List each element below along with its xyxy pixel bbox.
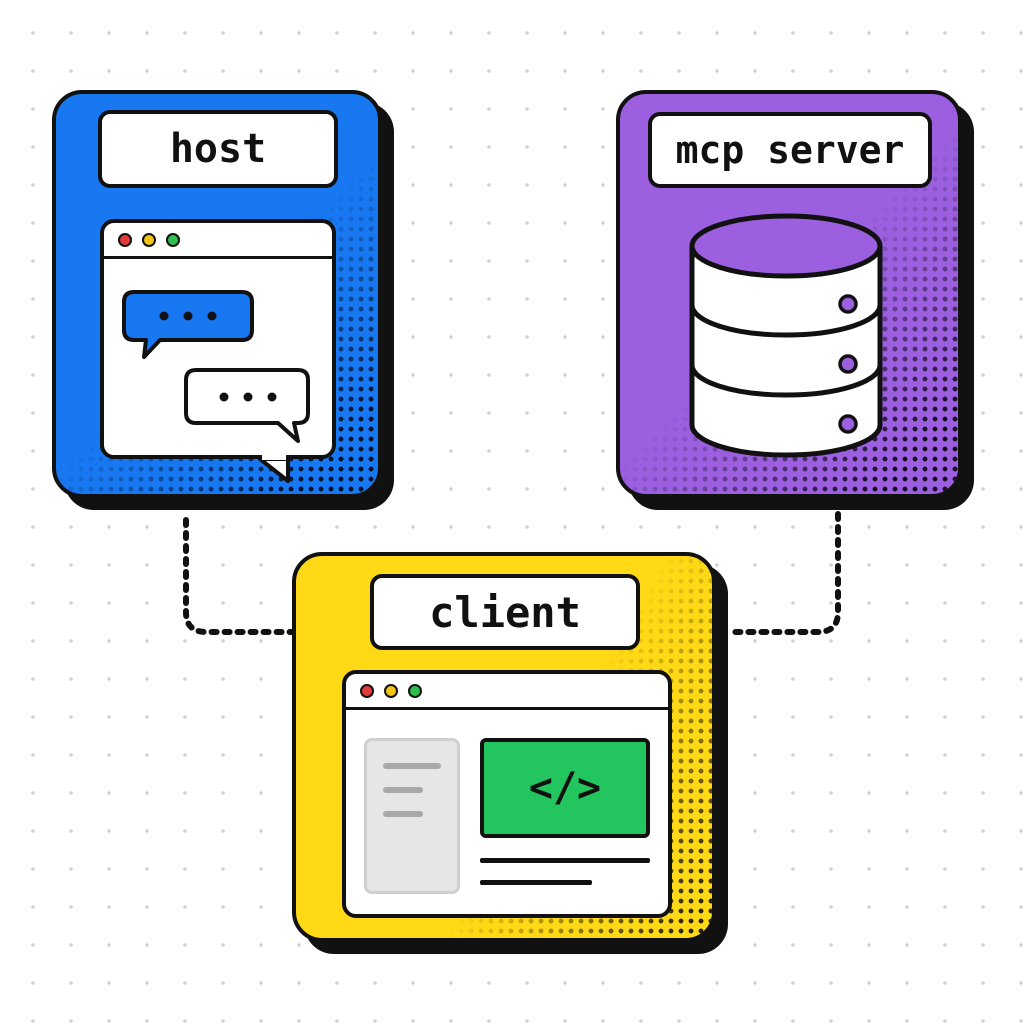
host-label: host: [98, 110, 338, 188]
yellow-light-icon: [384, 684, 398, 698]
window-titlebar: [104, 223, 332, 259]
sidebar-panel: [364, 738, 460, 894]
mcp-server-label-text: mcp server: [675, 128, 905, 172]
code-window-icon: </>: [342, 670, 672, 918]
mcp-server-label: mcp server: [648, 112, 932, 188]
edge-host-client: [183, 517, 295, 635]
red-light-icon: [360, 684, 374, 698]
yellow-light-icon: [142, 233, 156, 247]
client-label: client: [370, 574, 640, 650]
database-icon: [689, 213, 883, 458]
chat-bubble-white-icon: [184, 368, 310, 443]
text-line: [480, 858, 650, 863]
green-light-icon: [408, 684, 422, 698]
client-label-text: client: [429, 587, 581, 637]
code-panel: </>: [480, 738, 650, 838]
text-line: [480, 880, 592, 885]
client-card: client </>: [292, 552, 716, 942]
host-label-text: host: [169, 126, 267, 172]
chat-bubble-blue-icon: [122, 290, 254, 359]
window-titlebar: [346, 674, 668, 710]
edge-server-client: [727, 511, 841, 635]
red-light-icon: [118, 233, 132, 247]
code-glyph: </>: [528, 765, 602, 811]
host-card: host: [52, 90, 382, 498]
window-tail: [258, 457, 290, 483]
chat-window-icon: [100, 219, 336, 483]
green-light-icon: [166, 233, 180, 247]
mcp-server-card: mcp server: [616, 90, 962, 498]
chat-bubbles: [122, 290, 310, 483]
